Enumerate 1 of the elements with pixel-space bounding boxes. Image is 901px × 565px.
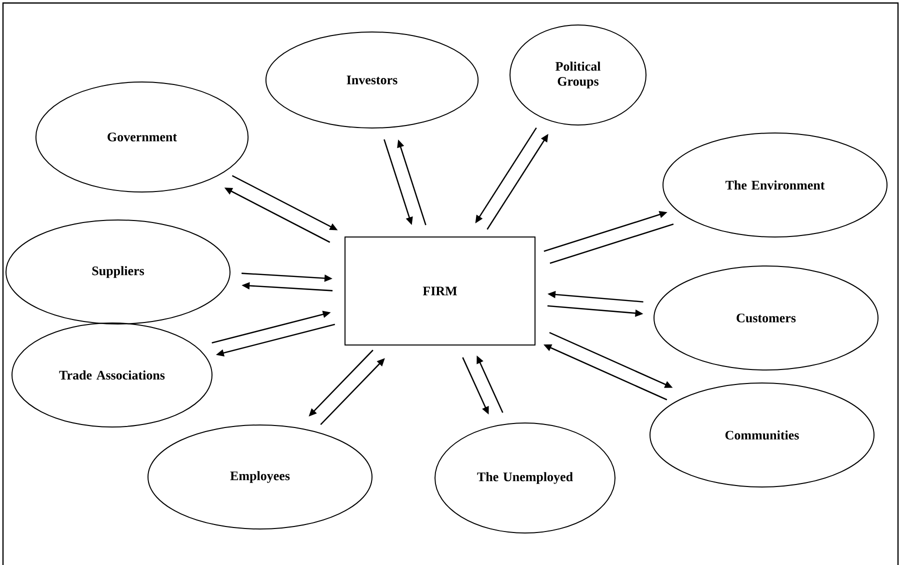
firm-box: FIRM (344, 236, 536, 346)
